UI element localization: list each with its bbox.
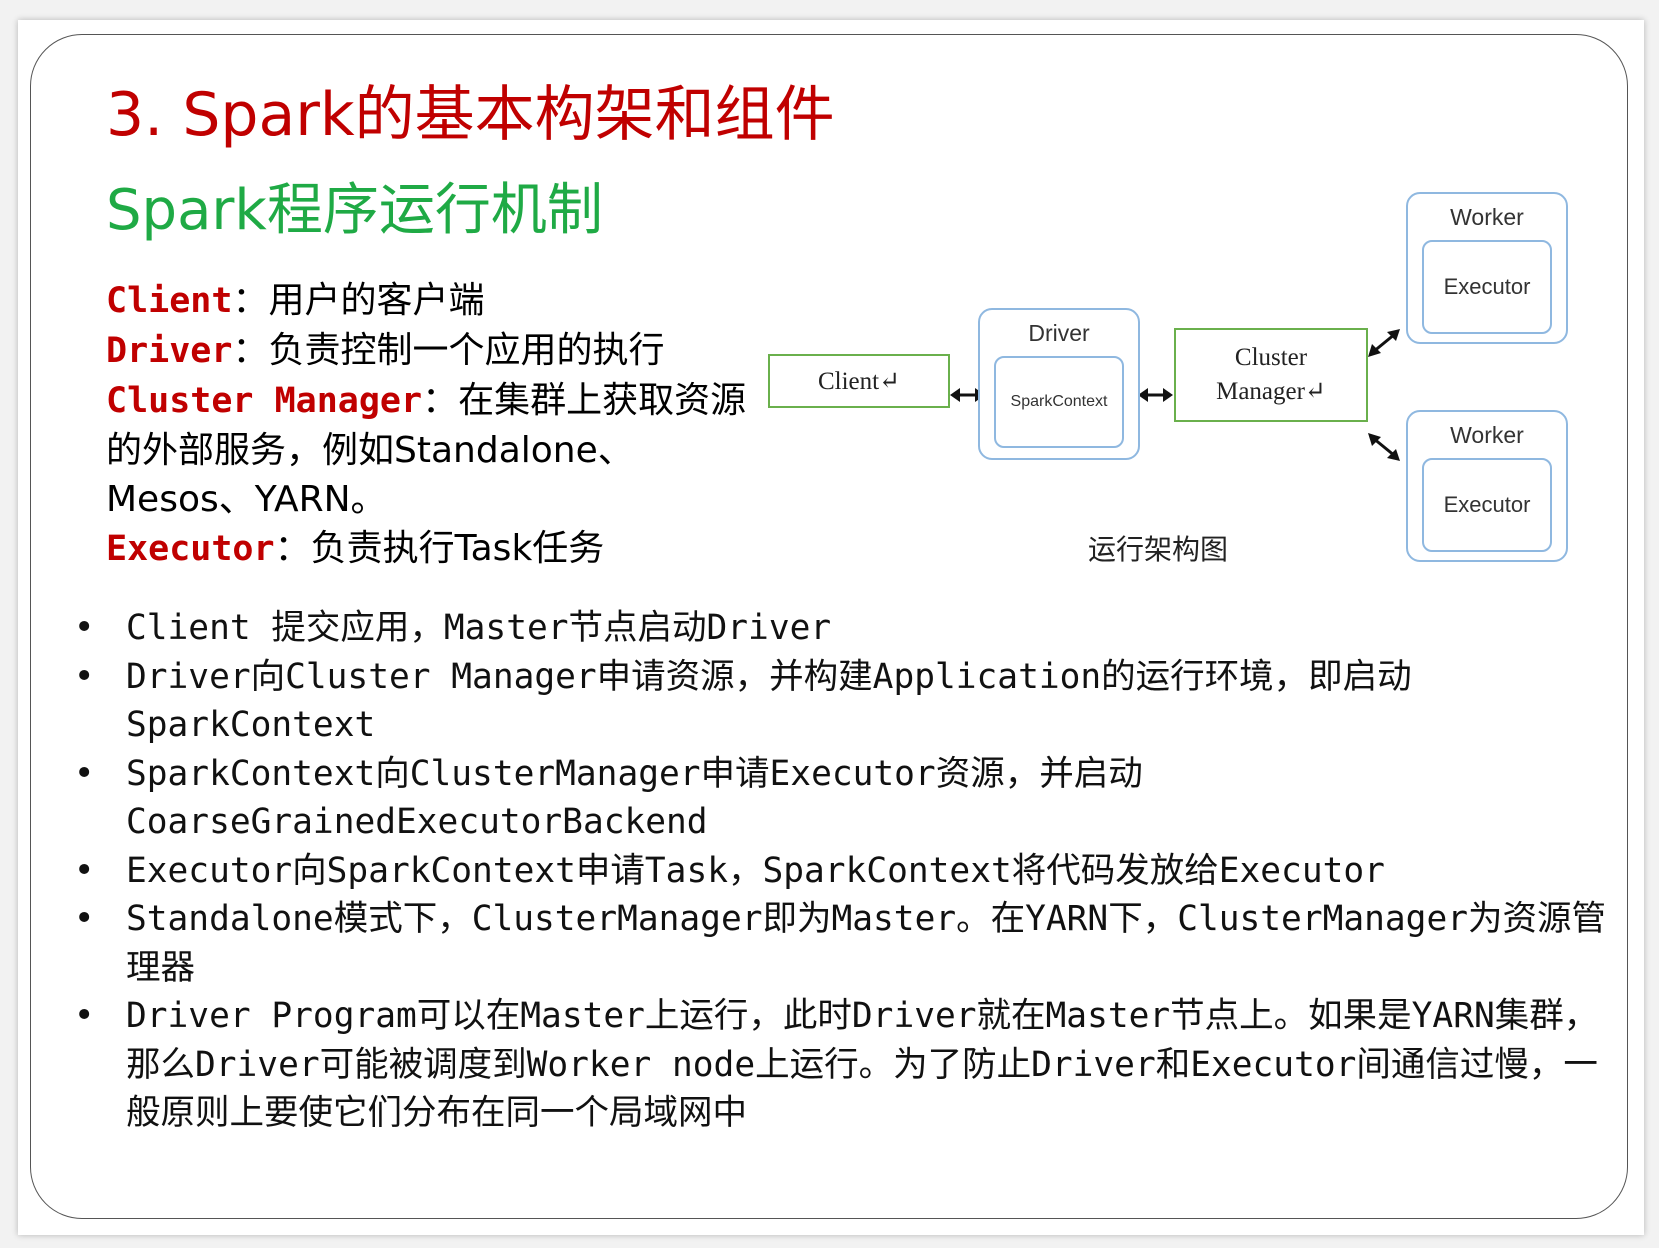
term-driver: Driver [106,331,233,371]
term-separator: ： [274,528,311,569]
bullet-icon: • [74,996,95,1036]
section-subtitle: Spark程序运行机制 [106,178,603,243]
term-separator: ： [422,380,459,421]
term-executor: Executor [106,529,275,569]
slide-title: 3. Spark的基本构架和组件 [106,80,835,150]
term-cluster-manager: Cluster Manager [106,381,423,421]
list-item: • Standalone模式下，ClusterManager即为Master。在Y… [68,895,1613,992]
list-item: • Executor向SparkContext申请Task，SparkContex… [68,847,1613,896]
bullet-icon: • [74,899,95,939]
term-separator: ： [232,330,269,371]
definition-text: 用户的客户端 [268,280,485,321]
slide-frame [30,34,1628,1219]
bullet-list: • Client 提交应用，Master节点启动Driver • Driver向Cl… [68,604,1613,1138]
definition-list: Client：用户的客户端 Driver：负责控制一个应用的执行 Cluster… [106,276,766,574]
bullet-text: SparkContext向ClusterManager申请Executor资源，… [126,753,1143,843]
definition-executor: Executor：负责执行Task任务 [106,524,766,574]
list-item: • Client 提交应用，Master节点启动Driver [68,604,1613,653]
list-item: • Driver Program可以在Master上运行，此时Driver就在Ma… [68,992,1613,1138]
definition-cluster-manager: Cluster Manager：在集群上获取资源的外部服务，例如Standalo… [106,376,766,524]
bullet-icon: • [74,753,95,794]
bullet-icon: • [74,608,95,648]
term-client: Client [106,281,233,321]
slide: 3. Spark的基本构架和组件 Spark程序运行机制 Client：用户的客… [18,20,1644,1235]
definition-text: 在集群上获取资源的外部服务，例如Standalone、Mesos、YARN。 [106,380,747,520]
list-item: • SparkContext向ClusterManager申请Executor资源… [68,750,1613,847]
bullet-text: Standalone模式下，ClusterManager即为Master。在YA… [126,899,1606,988]
term-separator: ： [232,280,269,321]
bullet-text: Driver Program可以在Master上运行，此时Driver就在Mas… [126,996,1599,1133]
bullet-text: Executor向SparkContext申请Task，SparkContext… [126,850,1385,891]
bullet-icon: • [74,850,95,891]
definition-text: 负责控制一个应用的执行 [268,330,665,371]
definition-driver: Driver：负责控制一个应用的执行 [106,326,766,376]
definition-client: Client：用户的客户端 [106,276,766,326]
definition-text: 负责执行Task任务 [310,528,605,569]
list-item: • Driver向Cluster Manager申请资源，并构建Applicati… [68,653,1613,750]
bullet-text: Driver向Cluster Manager申请资源，并构建Applicatio… [126,656,1412,746]
bullet-text: Client 提交应用，Master节点启动Driver [126,608,832,648]
bullet-icon: • [74,656,95,697]
